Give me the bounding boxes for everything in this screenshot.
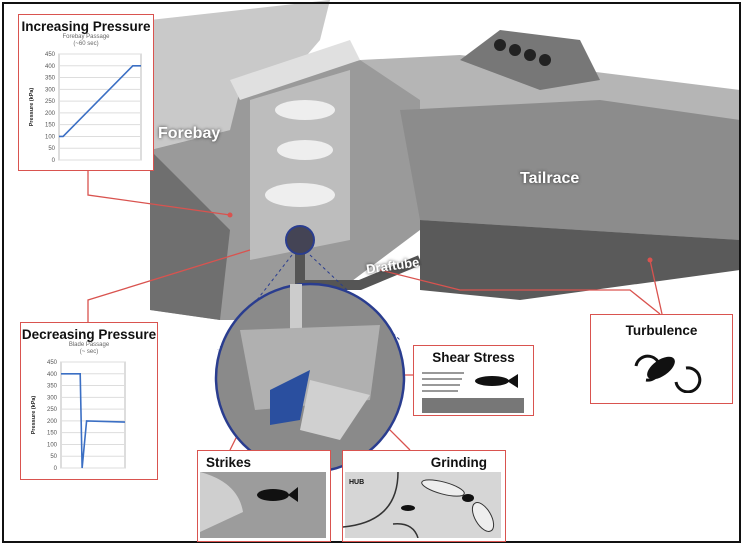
y-tick-label: 0	[54, 466, 58, 472]
pressure-series-line	[59, 64, 141, 138]
grinding-image: HUB	[342, 471, 501, 539]
y-axis-label: Pressure (kPa)	[31, 396, 37, 435]
forebay-wall	[150, 150, 230, 320]
shear-flow-icon	[422, 372, 524, 413]
increasing-pressure-box: Increasing Pressure Forebay Passage (~60…	[18, 14, 154, 171]
y-tick-label: 400	[47, 372, 58, 378]
hub-label: HUB	[349, 479, 364, 486]
y-tick-label: 100	[47, 442, 58, 448]
y-tick-label: 250	[47, 407, 58, 413]
box-title: Decreasing Pressure	[21, 327, 157, 342]
y-tick-label: 350	[47, 384, 58, 390]
shear-stress-box: Shear Stress	[413, 345, 534, 416]
y-tick-label: 100	[45, 134, 56, 140]
y-tick-label: 150	[45, 123, 56, 129]
plot-area	[60, 361, 126, 469]
y-tick-label: 200	[45, 111, 56, 117]
chart-subtitle: (~60 sec)	[73, 41, 99, 47]
chart-subtitle: (~ sec)	[79, 349, 99, 355]
chart-title: Forebay Passage	[62, 34, 110, 40]
y-tick-label: 50	[48, 146, 55, 152]
y-axis-label: Pressure (kPa)	[29, 88, 35, 127]
box-title: Grinding	[430, 455, 487, 470]
powerhouse-roof	[230, 40, 360, 100]
y-tick-label: 300	[45, 87, 56, 93]
grinding-box: Grinding HUB	[342, 450, 506, 542]
decreasing-pressure-box: Decreasing Pressure Blade Passage (~ sec…	[20, 322, 158, 480]
box-title: Increasing Pressure	[21, 19, 151, 34]
turbulence-fish-icon	[634, 354, 702, 394]
strikes-box: Strikes	[197, 450, 331, 542]
tailrace-channel	[420, 220, 740, 300]
tailrace-label: Tailrace	[520, 170, 580, 187]
strikes-image	[200, 472, 326, 538]
pressure-series-line	[61, 372, 126, 469]
y-tick-label: 450	[47, 360, 58, 366]
y-tick-label: 150	[47, 431, 58, 437]
box-title: Shear Stress	[432, 350, 515, 365]
y-tick-label: 0	[52, 158, 56, 164]
y-tick-label: 200	[47, 419, 58, 425]
turbulence-box: Turbulence	[590, 314, 733, 404]
box-title: Turbulence	[625, 323, 698, 338]
tailrace-water	[400, 100, 740, 240]
y-tick-label: 400	[45, 64, 56, 70]
powerhouse-interior	[250, 70, 350, 260]
y-tick-label: 50	[50, 454, 57, 460]
turbine	[285, 225, 315, 255]
forebay-label: Forebay	[158, 125, 221, 142]
y-tick-label: 300	[47, 395, 58, 401]
y-tick-label: 350	[45, 76, 56, 82]
y-tick-label: 250	[45, 99, 56, 105]
y-tick-label: 450	[45, 52, 56, 58]
forebay-water	[150, 0, 330, 150]
box-title: Strikes	[206, 455, 252, 470]
chart-title: Blade Passage	[68, 342, 110, 348]
